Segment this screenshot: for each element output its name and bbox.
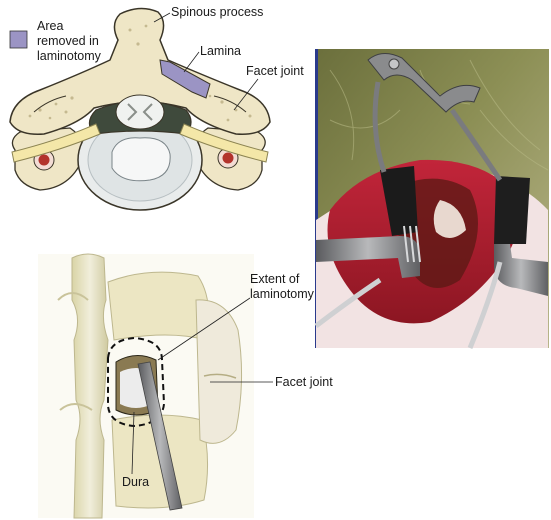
axial-vertebra-illustration (9, 7, 271, 211)
label-dura: Dura (122, 475, 149, 489)
lamina-upper (107, 271, 210, 341)
legend-line-3: laminotomy (37, 49, 102, 63)
label-facet-joint-bottom: Facet joint (275, 375, 333, 389)
spinal-cord (115, 94, 165, 130)
leader-extent (157, 297, 251, 361)
retractor-blade-left (380, 166, 418, 236)
leader-facet-joint-top (233, 78, 259, 111)
lateral-mass (195, 299, 243, 444)
retractor-arm-left (316, 236, 420, 278)
surgical-instrument (137, 361, 183, 511)
label-lamina: Lamina (200, 44, 241, 58)
legend-line-2: removed in (37, 34, 99, 48)
leader-spinous-process (153, 12, 171, 23)
laminotomy-extent-outline (107, 336, 166, 428)
nerve-root-left (11, 123, 101, 163)
surgical-photo (314, 49, 549, 349)
posterior-arch (9, 7, 271, 135)
spinous-process-column (71, 253, 109, 519)
label-spinous-process: Spinous process (171, 5, 263, 19)
nucleus (111, 137, 171, 182)
legend-line-1: Area (37, 19, 63, 33)
retractor-blade-right (494, 176, 530, 244)
bottom-panel-labels: Extent of laminotomy Facet joint Dura (122, 272, 333, 489)
label-facet-joint-top: Facet joint (246, 64, 304, 78)
leader-dura (131, 411, 135, 475)
nerve-root-right (179, 123, 269, 163)
label-extent-line-1: Extent of (250, 272, 300, 286)
legend: Area removed in laminotomy (9, 19, 102, 63)
retractor-arm-right (494, 244, 548, 296)
label-extent-line-2: laminotomy (250, 287, 315, 301)
lamina-removed-area (159, 59, 211, 99)
posterior-spine-illustration (38, 253, 254, 519)
leader-lamina (183, 51, 200, 73)
top-panel-labels: Spinous process Lamina Facet joint (153, 5, 304, 111)
legend-swatch (9, 30, 28, 49)
